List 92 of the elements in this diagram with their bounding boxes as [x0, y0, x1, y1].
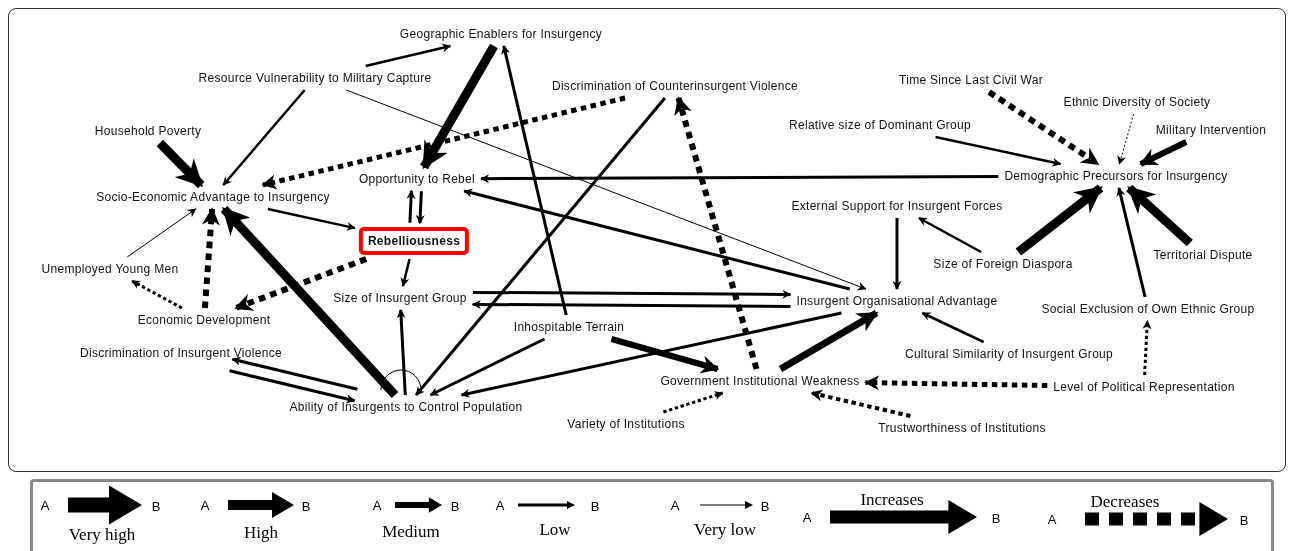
legend-text: Decreases: [1090, 492, 1160, 512]
factor-label: Insurgent Organisational Advantage: [794, 293, 1000, 309]
arrow: [220, 205, 399, 399]
factor-label: Government Institutional Weakness: [658, 373, 862, 389]
factor-label: Economic Development: [135, 312, 273, 328]
arrow: [921, 311, 985, 344]
arrow: [471, 299, 791, 309]
arrow: [1116, 187, 1147, 298]
factor-label: Cultural Similarity of Insurgent Group: [902, 346, 1116, 362]
arrow: [480, 174, 999, 184]
factor-label: Geographic Enablers for Insurgency: [397, 26, 605, 42]
arrow: [1015, 184, 1104, 256]
endpoint-letter: B: [450, 498, 460, 514]
dashed-arrow: [201, 207, 220, 309]
factor-label: Territorial Dispute: [1151, 247, 1255, 263]
arrow: [1126, 184, 1193, 247]
legend-text: Medium: [382, 522, 440, 542]
factor-label: Socio-Economic Advantage to Insurgency: [94, 189, 332, 205]
factor-label: External Support for Insurgent Forces: [789, 198, 1005, 214]
arrow: [406, 189, 416, 223]
arrow: [460, 311, 842, 398]
dashed-arrow: [662, 391, 724, 414]
arrow: [935, 135, 1062, 167]
factor-label: Ability of Insurgents to Control Population: [287, 399, 525, 415]
factor-label: Relative size of Dominant Group: [787, 117, 973, 133]
arrow: [156, 139, 205, 189]
dashed-arrow: [234, 256, 368, 311]
factor-label: Size of Foreign Diaspora: [931, 256, 1075, 272]
factor-label: Household Poverty: [92, 123, 204, 139]
endpoint-letter: B: [991, 510, 1001, 526]
endpoint-letter: A: [1047, 511, 1057, 527]
endpoint-letter: B: [151, 498, 161, 514]
factor-label: Ethnic Diversity of Society: [1061, 94, 1213, 110]
endpoint-letter: A: [802, 509, 812, 525]
legend-text: Very high: [68, 525, 136, 545]
endpoint-letter: A: [495, 497, 505, 513]
factor-label: Demographic Precursors for Insurgency: [1002, 168, 1230, 184]
factor-label: Unemployed Young Men: [39, 261, 181, 277]
factor-label: Discrimination of Insurgent Violence: [78, 345, 284, 361]
arrow: [918, 216, 982, 254]
factor-label: Resource Vulnerability to Military Capture: [196, 70, 434, 86]
endpoint-letter: B: [760, 498, 770, 514]
dashed-arrow: [987, 89, 1100, 167]
arrow: [400, 258, 411, 287]
arrow: [396, 309, 407, 396]
factor-label: Military Intervention: [1153, 122, 1269, 138]
factor-label: Time Since Last Civil War: [897, 72, 1045, 88]
arrow: [345, 89, 867, 291]
endpoint-letter: A: [372, 497, 382, 513]
dashed-arrow: [1117, 113, 1135, 165]
factor-label: Variety of Institutions: [565, 416, 687, 432]
dashed-arrow: [810, 389, 911, 418]
endpoint-letter: B: [1239, 512, 1249, 528]
endpoint-letter: A: [200, 497, 210, 513]
arrow: [126, 208, 197, 258]
arrow: [222, 89, 306, 186]
legend-text: Increases: [860, 490, 924, 510]
dashed-arrow: [674, 96, 760, 370]
arrow: [610, 336, 720, 374]
factor-label: Discrimination of Counterinsurgent Violence: [549, 78, 801, 94]
dashed-arrow: [1142, 320, 1152, 376]
arrow: [414, 97, 667, 396]
dashed-arrow: [261, 95, 626, 190]
factor-label: Social Exclusion of Own Ethnic Group: [1039, 301, 1257, 317]
factor-label: Size of Insurgent Group: [331, 290, 469, 306]
legend-text: Low: [539, 520, 571, 540]
endpoint-letter: A: [670, 497, 680, 513]
arrow: [892, 218, 902, 290]
arrow: [778, 309, 879, 373]
arrow: [501, 45, 568, 316]
endpoint-letter: B: [590, 498, 600, 514]
factor-label: Trustworthiness of Institutions: [876, 420, 1048, 436]
arrow: [1139, 139, 1188, 167]
legend-text: High: [244, 523, 278, 543]
arrow: [415, 191, 425, 225]
highlighted-box: Rebelliousness: [358, 227, 470, 255]
dashed-arrow: [131, 279, 183, 310]
arrow: [420, 43, 498, 170]
endpoint-letter: A: [40, 497, 50, 513]
dashed-arrow: [864, 375, 1048, 391]
arrow: [472, 289, 792, 299]
factor-label: Inhospitable Terrain: [511, 319, 627, 335]
arrow: [229, 369, 356, 404]
arrow: [267, 207, 356, 231]
arrow: [365, 43, 452, 68]
factor-label: Opportunity to Rebel: [356, 171, 478, 187]
endpoint-letter: B: [301, 498, 311, 514]
arrow: [429, 337, 546, 397]
factor-label: Level of Political Representation: [1051, 379, 1237, 395]
legend-text: Very low: [694, 520, 756, 540]
arrow: [463, 188, 851, 291]
arrow: [231, 356, 358, 391]
